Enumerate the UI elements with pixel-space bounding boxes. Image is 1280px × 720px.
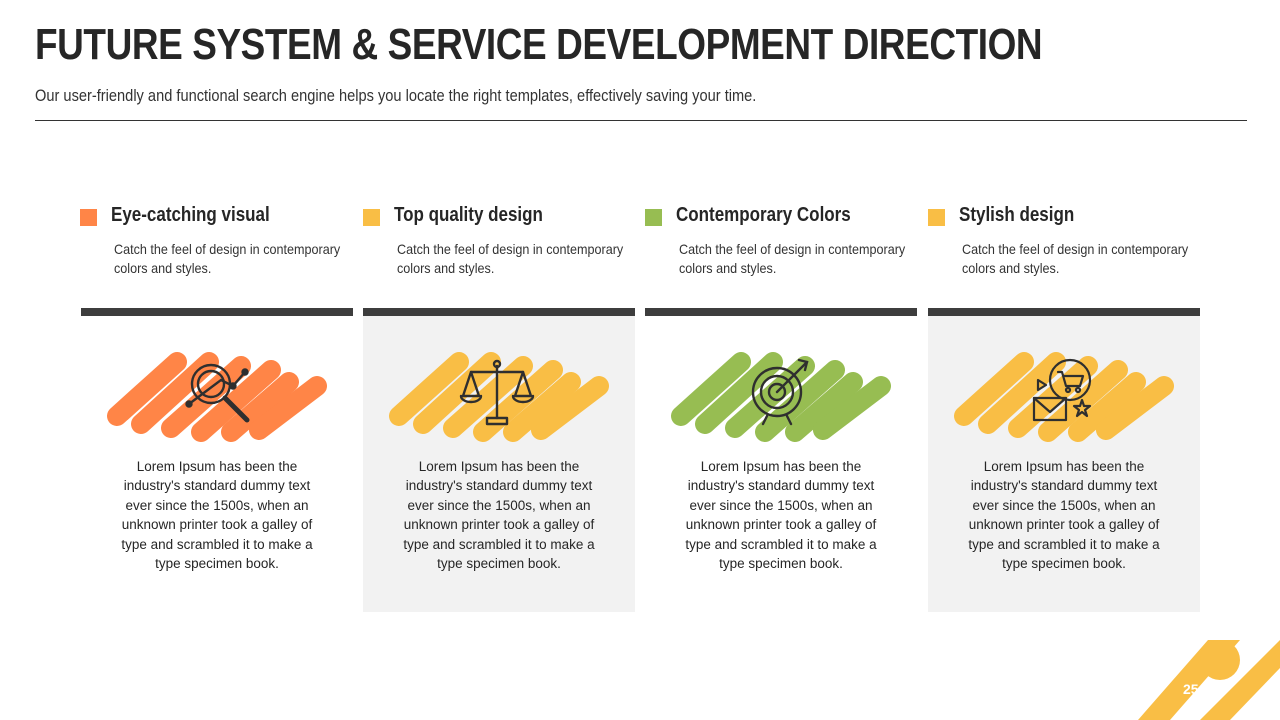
- balance-scale-icon: [459, 359, 535, 426]
- magnifier-network-icon: [185, 363, 250, 423]
- title-divider: [35, 120, 1247, 121]
- yellow-brush-strokes: [954, 352, 1174, 442]
- page-number: 25: [1183, 681, 1199, 697]
- card-3: Lorem Ipsum has been the industry's stan…: [645, 308, 917, 612]
- feature-marker: [80, 209, 97, 226]
- card-top-bar: [363, 308, 635, 316]
- card-text: Lorem Ipsum has been the industry's stan…: [685, 459, 877, 572]
- card-text: Lorem Ipsum has been the industry's stan…: [121, 459, 313, 572]
- feature-title: Eye-catching visual: [111, 204, 270, 226]
- feature-marker: [645, 209, 662, 226]
- card-top-bar: [645, 308, 917, 316]
- slide-title: FUTURE SYSTEM & SERVICE DEVELOPMENT DIRE…: [35, 20, 1043, 69]
- card-top-bar: [928, 308, 1200, 316]
- slide-subtitle: Our user-friendly and functional search …: [35, 86, 757, 105]
- feature-title: Contemporary Colors: [676, 204, 851, 226]
- green-brush-strokes: [671, 352, 891, 442]
- yellow-brush-strokes: [389, 352, 609, 442]
- corner-decoration: [1138, 640, 1280, 720]
- feature-description: Catch the feel of design in contemporary…: [114, 241, 341, 276]
- feature-title: Top quality design: [394, 204, 543, 226]
- feature-description: Catch the feel of design in contemporary…: [679, 241, 906, 276]
- card-2: Lorem Ipsum has been the industry's stan…: [363, 308, 635, 612]
- target-arrow-icon: [751, 358, 809, 426]
- card-text: Lorem Ipsum has been the industry's stan…: [403, 459, 595, 572]
- orange-brush-strokes: [107, 352, 327, 442]
- card-1: Lorem Ipsum has been the industry's stan…: [81, 308, 353, 612]
- feature-description: Catch the feel of design in contemporary…: [962, 241, 1189, 276]
- shopping-marketing-icon: [1032, 358, 1092, 422]
- feature-marker: [363, 209, 380, 226]
- card-4: Lorem Ipsum has been the industry's stan…: [928, 308, 1200, 612]
- feature-description: Catch the feel of design in contemporary…: [397, 241, 624, 276]
- card-top-bar: [81, 308, 353, 316]
- feature-title: Stylish design: [959, 204, 1075, 226]
- card-text: Lorem Ipsum has been the industry's stan…: [968, 459, 1160, 572]
- feature-marker: [928, 209, 945, 226]
